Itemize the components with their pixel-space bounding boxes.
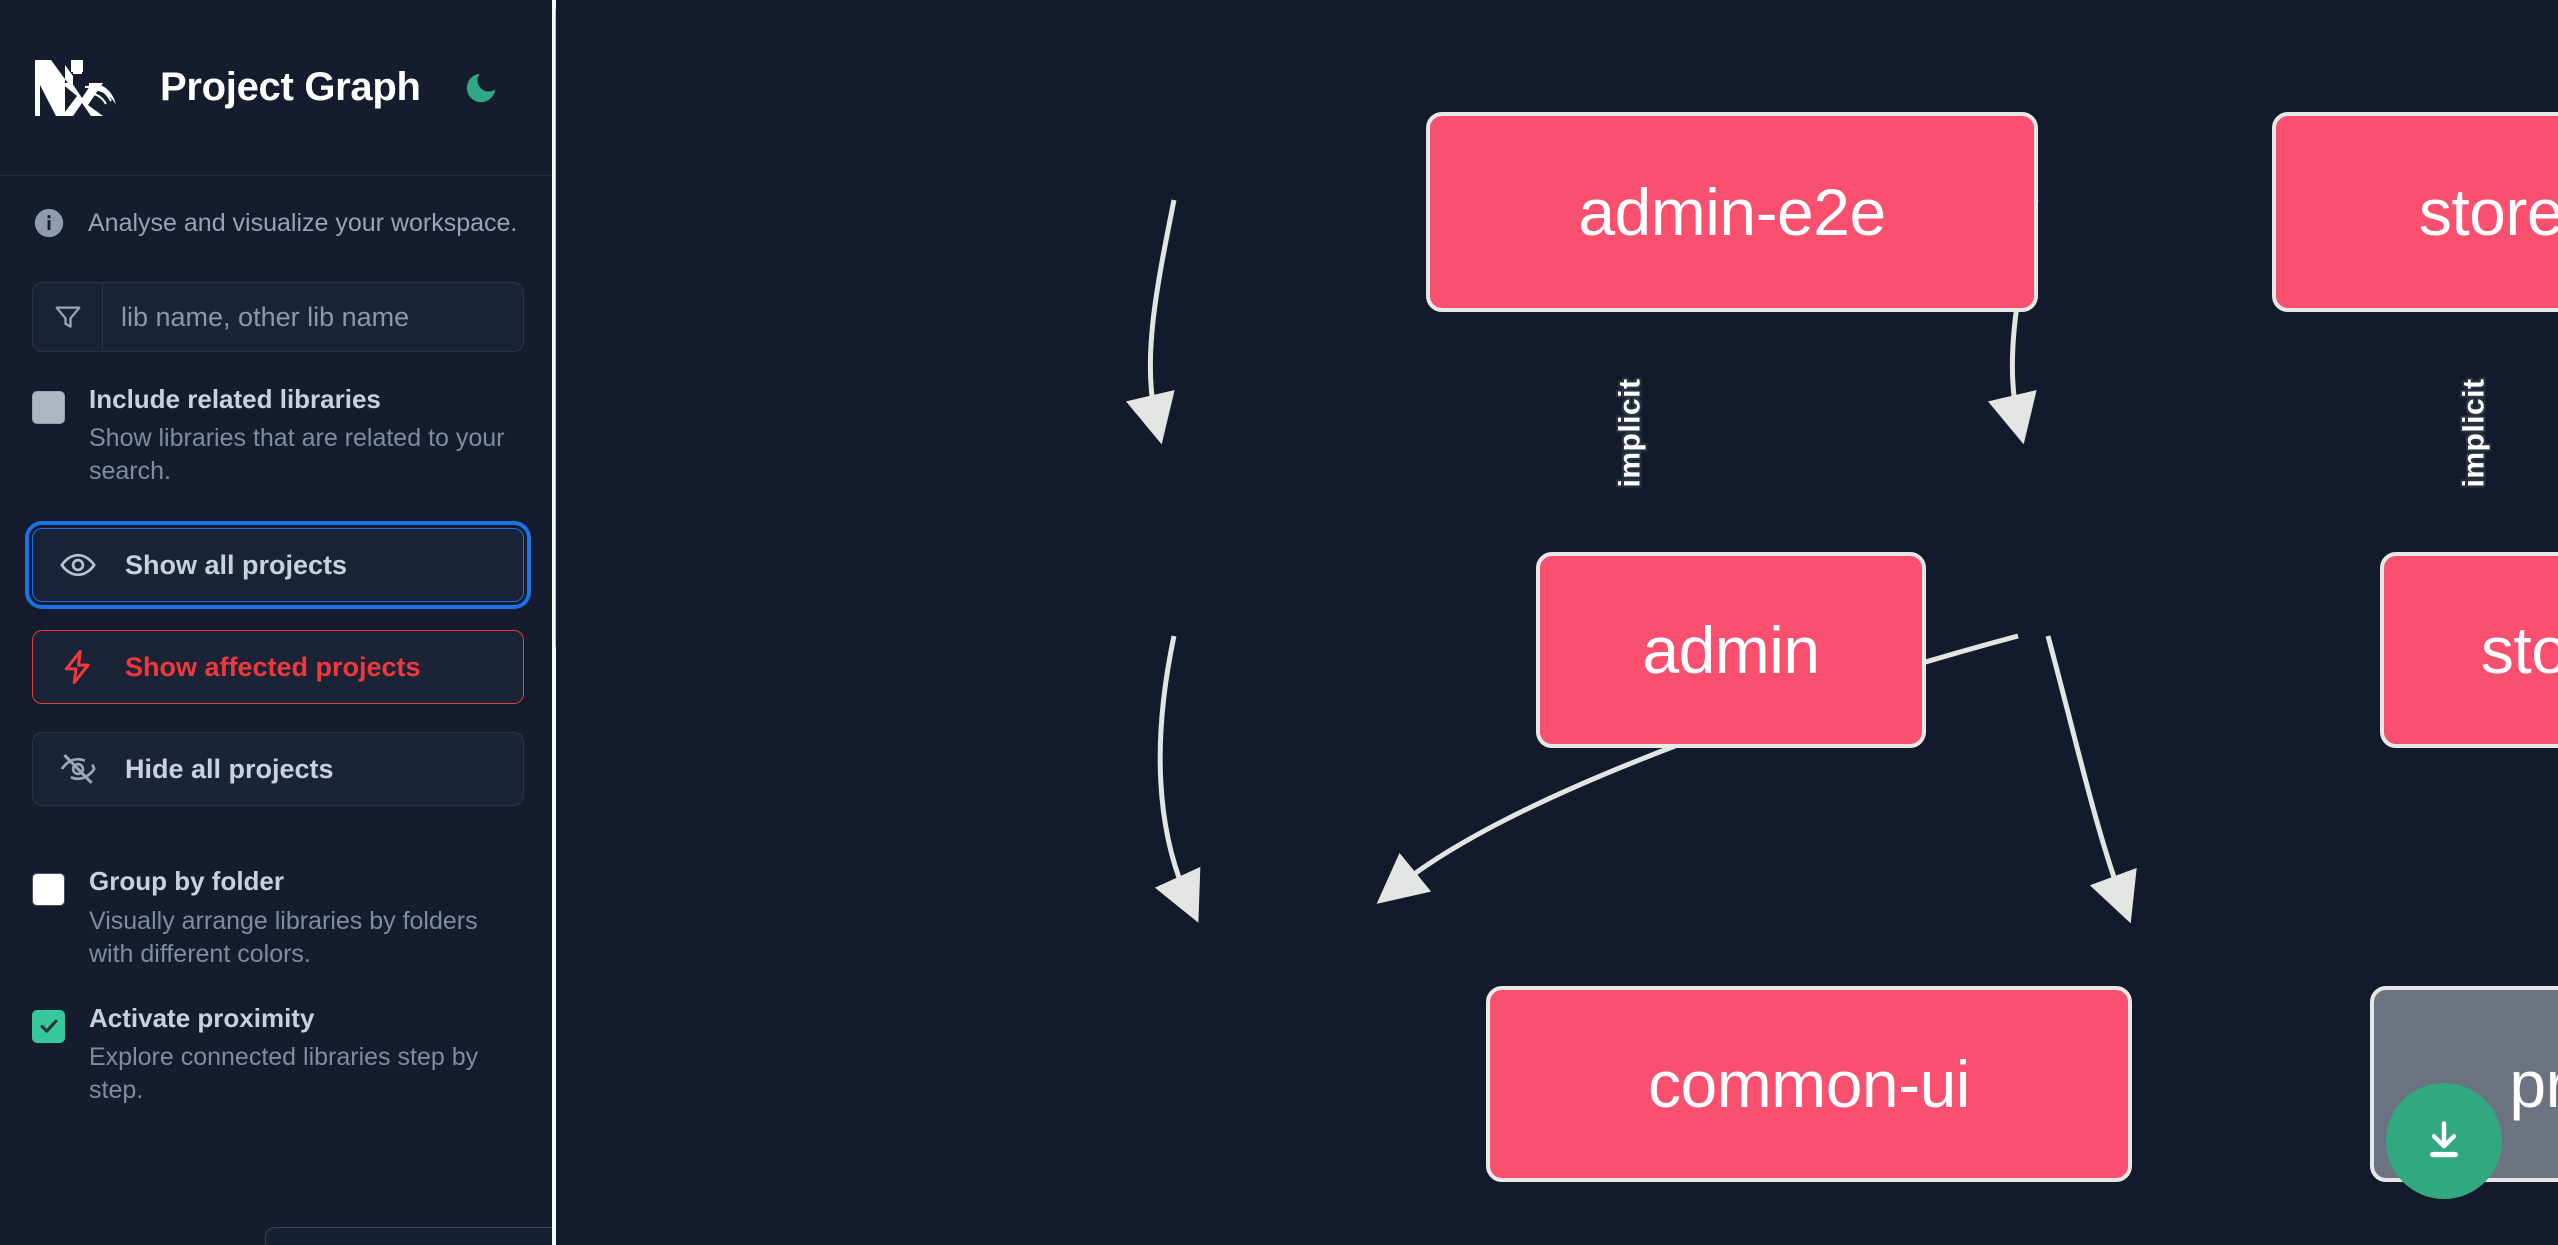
show-affected-projects-button[interactable]: Show affected projects bbox=[32, 630, 524, 705]
eye-icon bbox=[59, 546, 97, 584]
show-all-projects-button[interactable]: Show all projects bbox=[25, 521, 531, 610]
moon-icon[interactable] bbox=[459, 66, 503, 110]
node-label: common-ui bbox=[1648, 1047, 1970, 1121]
filter-funnel-icon bbox=[33, 283, 103, 351]
info-circle-icon bbox=[32, 206, 66, 240]
workspace-subtitle-row: Analyse and visualize your workspace. bbox=[0, 176, 556, 240]
option-include-related-libraries[interactable]: Include related libraries Show libraries… bbox=[0, 352, 556, 488]
hide-all-projects-button[interactable]: Hide all projects bbox=[32, 732, 524, 807]
search-section bbox=[0, 240, 556, 352]
search-box[interactable] bbox=[32, 282, 524, 352]
edge-admin-e2e-admin bbox=[1125, 199, 1177, 445]
node-label: admin-e2e bbox=[1578, 175, 1886, 249]
sidebar-scrollbar[interactable] bbox=[552, 0, 556, 1245]
graph-canvas[interactable]: admin-e2e store-e2e admin store common-u… bbox=[556, 0, 2558, 1245]
download-graph-button[interactable] bbox=[2386, 1083, 2502, 1199]
hide-all-projects-label: Hide all projects bbox=[125, 753, 334, 784]
activate-proximity-checkbox[interactable] bbox=[32, 1009, 65, 1043]
segment-1[interactable] bbox=[266, 1228, 555, 1245]
group-by-folder-checkbox[interactable] bbox=[32, 873, 65, 907]
node-label: admin bbox=[1642, 613, 1820, 687]
option-title: Include related libraries bbox=[89, 384, 381, 414]
search-input[interactable] bbox=[103, 283, 523, 351]
display-mode-segmented-control[interactable] bbox=[265, 1227, 556, 1245]
action-buttons: Show all projects Show affected projects bbox=[0, 488, 556, 807]
graph-node-admin[interactable]: admin bbox=[1536, 552, 1926, 748]
show-all-projects-label: Show all projects bbox=[125, 549, 348, 580]
option-title: Group by folder bbox=[89, 866, 284, 897]
checkmark-icon bbox=[40, 1019, 57, 1033]
graph-node-store[interactable]: store bbox=[2380, 552, 2558, 748]
node-label: store-e2e bbox=[2418, 175, 2558, 249]
option-title: Activate proximity bbox=[89, 1002, 315, 1033]
option-description: Show libraries that are related to your … bbox=[89, 424, 505, 486]
eye-off-icon bbox=[59, 750, 97, 788]
download-icon bbox=[2419, 1115, 2469, 1168]
show-affected-projects-label: Show affected projects bbox=[125, 651, 421, 682]
option-description: Explore connected libraries step by step… bbox=[89, 1042, 479, 1104]
sidebar-subtitle: Analyse and visualize your workspace. bbox=[88, 208, 518, 237]
sidebar: Project Graph Analyse and visualize your… bbox=[0, 0, 556, 1245]
edge-store-products bbox=[2045, 635, 2137, 924]
option-activate-proximity[interactable]: Activate proximity Explore connected lib… bbox=[0, 971, 556, 1107]
option-description: Visually arrange libraries by folders wi… bbox=[89, 906, 478, 968]
sidebar-scrollbar-thumb[interactable] bbox=[555, 4, 556, 652]
graph-node-store-e2e[interactable]: store-e2e bbox=[2272, 112, 2558, 312]
include-related-libraries-checkbox[interactable] bbox=[32, 391, 65, 424]
page-title: Project Graph bbox=[160, 65, 421, 109]
nx-logo-icon bbox=[32, 57, 124, 119]
node-label: products bbox=[2509, 1047, 2558, 1121]
lightning-icon bbox=[59, 648, 97, 686]
option-group-by-folder[interactable]: Group by folder Visually arrange librari… bbox=[0, 834, 556, 970]
sidebar-header: Project Graph bbox=[0, 0, 556, 176]
graph-node-admin-e2e[interactable]: admin-e2e bbox=[1426, 112, 2038, 312]
edge-admin-common-ui bbox=[1154, 635, 1201, 923]
graph-node-common-ui[interactable]: common-ui bbox=[1486, 986, 2132, 1182]
node-label: store bbox=[2480, 613, 2558, 687]
